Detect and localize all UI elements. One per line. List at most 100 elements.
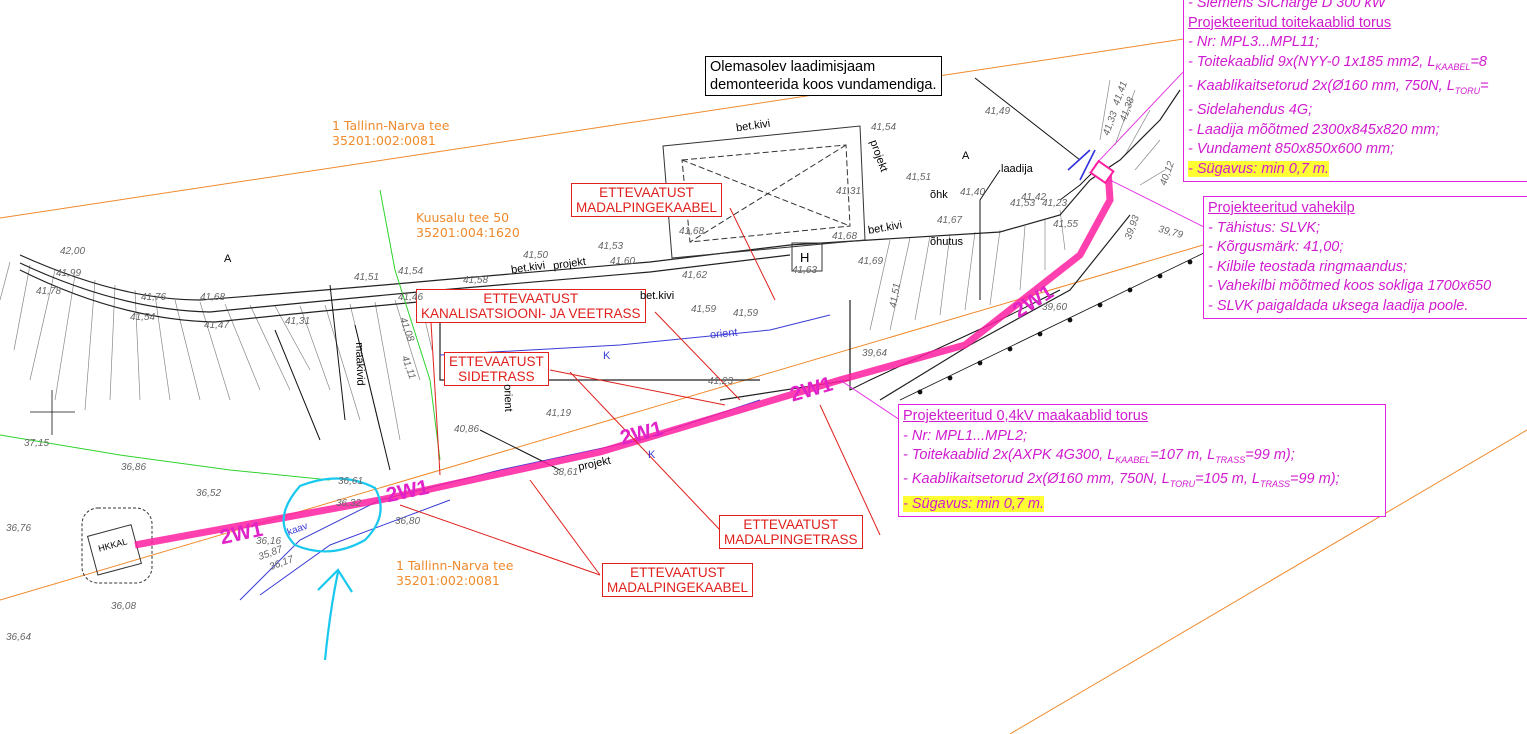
switchboard-info-box: Projekteeritud vahekilp - Tähistus: SLVK… — [1203, 196, 1527, 319]
info-line: - Nr: MPL1...MPL2; — [903, 427, 1028, 444]
elevation: 36,80 — [395, 516, 421, 527]
warning-telecom: ETTEVAATUST SIDETRASS — [444, 352, 549, 386]
elevation: 41,68 — [832, 231, 858, 242]
elevation: 41,50 — [523, 250, 549, 261]
elevation: 41,69 — [858, 256, 884, 267]
elevation: 41,47 — [204, 320, 230, 331]
parcel-label-south: 1 Tallinn-Narva tee 35201:002:0081 — [396, 558, 513, 588]
elevation: 41,49 — [985, 106, 1011, 117]
cyan-sketch — [282, 477, 382, 661]
map-tag: K — [603, 350, 611, 362]
elevation: 41,58 — [463, 275, 489, 286]
warning-title: ETTEVAATUST — [483, 291, 579, 306]
elevation: 41,63 — [792, 265, 818, 276]
cable-info-box: Projekteeritud 0,4kV maakaablid torus - … — [898, 404, 1386, 518]
info-line: - Laadija mõõtmed 2300x845x820 mm; — [1188, 121, 1440, 138]
notice-line: demonteerida koos vundamendiga. — [710, 77, 937, 93]
info-line: - Toitekaablid 2x(AXPK 4G300, LKAABEL=10… — [903, 447, 1295, 465]
warning-text: MADALPINGEKAABEL — [607, 580, 749, 595]
elevation: 41,40 — [960, 187, 986, 198]
elevation: 41,68 — [679, 226, 705, 237]
elevation: 41,31 — [836, 186, 862, 197]
parcel-name: 1 Tallinn-Narva tee — [332, 118, 450, 133]
elevation: 41,68 — [200, 292, 226, 303]
elevation: 36,52 — [196, 488, 222, 499]
elevation: 41,54 — [130, 312, 156, 323]
warning-title: ETTEVAATUST — [743, 517, 839, 532]
info-line: - Tähistus: SLVK; — [1208, 219, 1321, 236]
elevation: 41,46 — [398, 292, 424, 303]
slope-hatching — [0, 79, 1166, 441]
elevation: 36,32 — [336, 498, 362, 509]
elevation: 36,61 — [338, 476, 364, 487]
info-header: Projekteeritud 0,4kV maakaablid torus — [903, 408, 1149, 424]
map-tag: õhutus — [930, 236, 964, 248]
elevation: 41,51 — [906, 172, 932, 183]
black-power-lines — [274, 169, 1096, 471]
elevation: 36,86 — [121, 462, 147, 473]
warning-title: ETTEVAATUST — [630, 565, 725, 580]
warning-text: KANALISATSIOONI- JA VEETRASS — [421, 306, 641, 321]
vahekilp-symbol — [1089, 159, 1115, 185]
map-tag: H — [800, 250, 810, 265]
warning-text: MADALPINGETRASS — [724, 532, 858, 547]
parcel-name: 1 Tallinn-Narva tee — [396, 558, 514, 573]
elevation: 41,51 — [354, 272, 380, 283]
warning-title: ETTEVAATUST — [599, 185, 694, 200]
elevation: 36,16 — [256, 536, 282, 547]
warning-title: ETTEVAATUST — [449, 354, 544, 369]
warning-low-voltage-route: ETTEVAATUST MADALPINGETRASS — [719, 515, 863, 549]
map-tag: A — [224, 253, 232, 265]
elevation: 41,99 — [56, 268, 82, 279]
elevation: 41,53 — [598, 241, 624, 252]
warning-low-voltage-cable-2: ETTEVAATUST MADALPINGEKAABEL — [602, 563, 754, 597]
elevation: 41,23 — [1042, 198, 1068, 209]
info-line: - Siemens SiCharge D 300 kW — [1188, 0, 1386, 11]
map-tag: bet.kivi — [640, 290, 675, 302]
elevation: 41,76 — [141, 292, 167, 303]
parcel-label-north: 1 Tallinn-Narva tee 35201:002:0081 — [332, 118, 449, 148]
elevation: 42,00 — [60, 246, 86, 257]
elevation: 41,60 — [610, 256, 636, 267]
parcel-boundaries — [0, 37, 1527, 734]
map-tag: orient — [501, 384, 515, 412]
info-line: - Kaablikaitsetorud 2x(Ø160 mm, 750N, LT… — [903, 471, 1340, 490]
info-line: - Kaablikaitsetorud 2x(Ø160 mm, 750N, LT… — [1188, 77, 1489, 96]
fence-line — [899, 249, 1211, 401]
elevation: 40,86 — [454, 424, 480, 435]
map-tag: K — [648, 449, 656, 461]
elevation: 41,19 — [546, 408, 572, 419]
map-tag: laadija — [1001, 163, 1033, 175]
existing-station-notice: Olemasolev laadimisjaam demonteerida koo… — [705, 56, 942, 96]
warning-text: MADALPINGEKAABEL — [576, 200, 718, 215]
parcel-code: 35201:002:0081 — [396, 573, 500, 588]
elevation: 36,64 — [6, 632, 32, 643]
parcel-code: 35201:002:0081 — [332, 133, 436, 148]
elevation: 37,15 — [24, 438, 50, 449]
depth-highlight: - Sügavus: min 0,7 m. — [1188, 160, 1330, 177]
elevation: 39,64 — [862, 348, 888, 359]
elevation: 36,08 — [111, 601, 137, 612]
crosshair — [30, 390, 75, 435]
info-line: - Toitekaablid 9x(NYY-0 1x185 mm2, LKAAB… — [1188, 53, 1487, 72]
map-tag: A — [962, 150, 970, 162]
info-line: - Nr: MPL3...MPL11; — [1188, 34, 1320, 50]
elevation: 41,62 — [682, 270, 708, 281]
elevation: 41,23 — [708, 376, 734, 387]
elevation: 41,59 — [733, 308, 759, 319]
map-tag: maakivid — [352, 342, 367, 386]
elevation: 38,61 — [553, 467, 579, 478]
info-line: - Kilbile teostada ringmaandus; — [1208, 258, 1408, 275]
warning-leaders — [399, 207, 881, 576]
info-line: - Vahekilbi mõõtmed koos sokliga 1700x65… — [1208, 278, 1492, 294]
parcel-label-kuusalu: Kuusalu tee 50 35201:004:1620 — [416, 210, 520, 240]
elevation: 41,55 — [1053, 219, 1079, 230]
info-header: Projekteeritud vahekilp — [1208, 200, 1355, 216]
warning-text: SIDETRASS — [458, 369, 535, 384]
parcel-code: 35201:004:1620 — [416, 225, 520, 240]
elevation: 36,76 — [6, 523, 32, 534]
info-line: - Vundament 850x850x600 mm; — [1188, 141, 1395, 158]
parcel-name: Kuusalu tee 50 — [416, 210, 510, 225]
info-line: - Sidelahendus 4G; — [1188, 102, 1313, 119]
